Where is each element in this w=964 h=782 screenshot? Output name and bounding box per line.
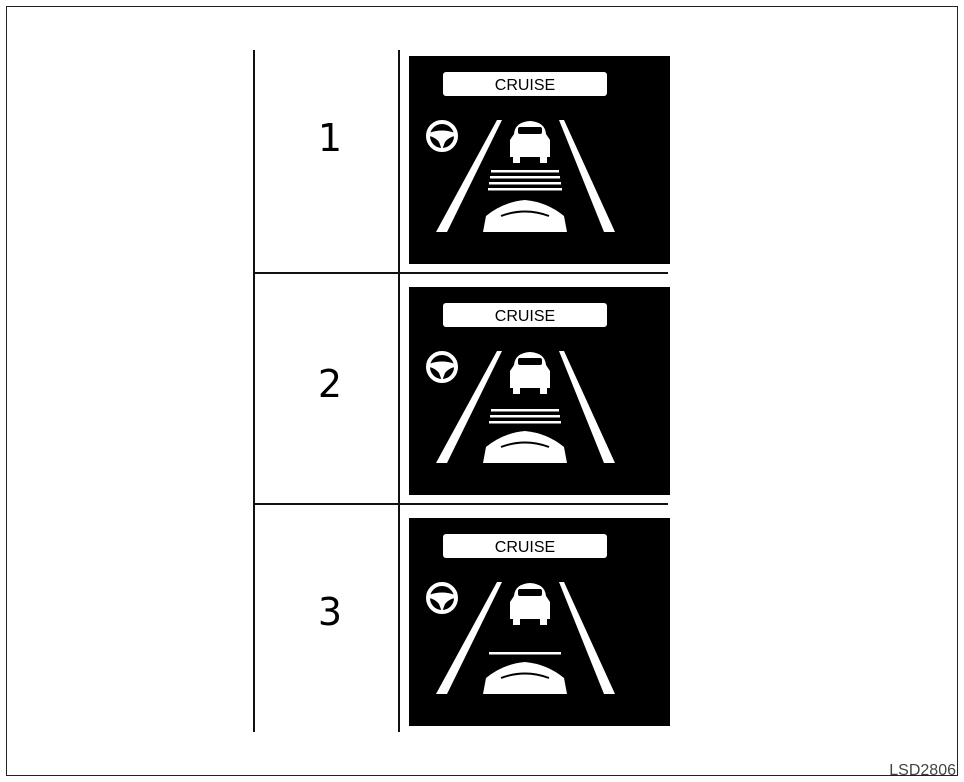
lead-car-icon: [510, 352, 550, 394]
row-separator: [254, 503, 668, 505]
distance-bar-icon: [490, 415, 560, 418]
cruise-display-2: CRUISE: [409, 287, 670, 495]
table-center-rule: [398, 50, 400, 732]
row-number-2: 2: [290, 362, 370, 406]
distance-bar-icon: [489, 421, 561, 424]
lead-car-icon: [510, 583, 550, 625]
steering-wheel-icon: [428, 584, 456, 612]
figure-reference-code: LSD2806: [889, 762, 956, 780]
row-number-1: 1: [290, 116, 370, 160]
cruise-label: CRUISE: [495, 539, 555, 556]
cruise-display-3: CRUISE: [409, 518, 670, 726]
lead-car-icon: [510, 121, 550, 163]
distance-bar-icon: [491, 409, 559, 412]
lane-line-icon: [559, 351, 615, 463]
own-car-icon: [483, 662, 567, 694]
row-number-3: 3: [290, 590, 370, 634]
lane-line-icon: [559, 120, 615, 232]
lane-line-icon: [559, 582, 615, 694]
steering-wheel-icon: [428, 122, 456, 150]
own-car-icon: [483, 431, 567, 463]
distance-bar-icon: [489, 652, 561, 655]
table-left-rule: [253, 50, 255, 732]
own-car-icon: [483, 200, 567, 232]
steering-wheel-icon: [428, 353, 456, 381]
cruise-label: CRUISE: [495, 77, 555, 94]
row-separator: [254, 272, 668, 274]
distance-bar-icon: [488, 188, 562, 191]
cruise-display-1: CRUISE: [409, 56, 670, 264]
distance-bars: [489, 652, 561, 655]
distance-bar-icon: [490, 176, 560, 179]
distance-bars: [489, 409, 561, 424]
distance-bar-icon: [489, 182, 561, 185]
cruise-label: CRUISE: [495, 308, 555, 325]
distance-bars: [488, 170, 562, 191]
distance-bar-icon: [491, 170, 559, 173]
